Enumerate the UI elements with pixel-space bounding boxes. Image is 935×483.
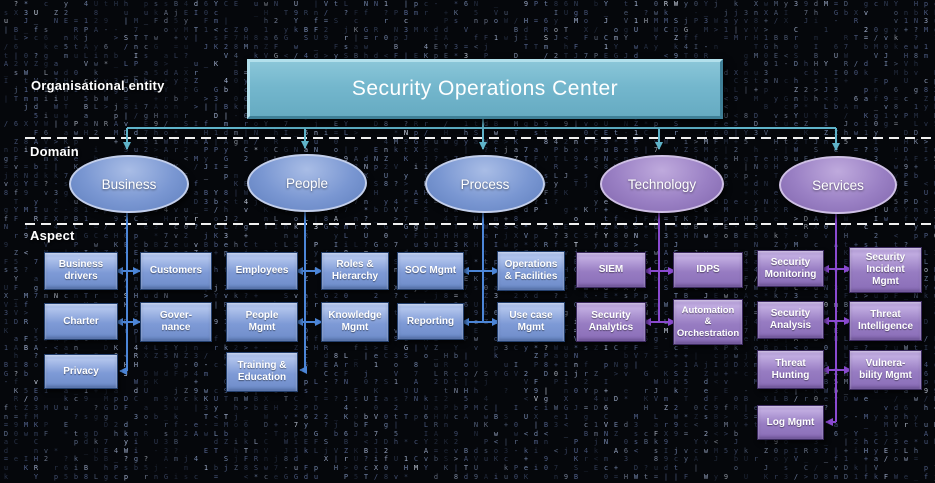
aspect-box-customers: Customers xyxy=(140,252,212,290)
aspect-box-knowledge-mgmt: Knowledge Mgmt xyxy=(321,302,389,342)
section-label-domain: Domain xyxy=(30,144,79,159)
domain-ellipse-technology: Technology xyxy=(600,155,724,213)
aspect-box-threat-hunting: Threat Hunting xyxy=(757,350,824,389)
aspect-box-siem: SIEM xyxy=(576,252,646,288)
domain-ellipse-people: People xyxy=(247,154,367,212)
aspect-box-idps: IDPS xyxy=(673,252,743,288)
aspect-box-roles-hierarchy: Roles & Hierarchy xyxy=(321,252,389,290)
purple-domain-aspect-connectors xyxy=(643,209,852,426)
domain-ellipse-business: Business xyxy=(69,155,189,213)
section-label-aspect: Aspect xyxy=(30,228,75,243)
aspect-box-privacy: Privacy xyxy=(44,354,118,389)
aspect-box-threat-intelligence: Threat Intelligence xyxy=(849,301,922,341)
aspect-box-governance: Gover- nance xyxy=(140,302,212,342)
aspect-box-vulnerability-mgmt: Vulnera- bility Mgmt xyxy=(849,350,922,390)
aspect-box-security-analysis: Security Analysis xyxy=(757,301,824,339)
aspect-box-people-mgmt: People Mgmt xyxy=(226,302,298,342)
aspect-box-use-case-mgmt: Use case Mgmt xyxy=(497,302,565,342)
aspect-box-security-monitoring: Security Monitoring xyxy=(757,250,824,287)
aspect-box-security-analytics: Security Analytics xyxy=(576,302,646,342)
aspect-box-employees: Employees xyxy=(226,252,298,290)
aspect-box-automation-orchestration: Automation & Orchestration xyxy=(673,299,743,345)
aspect-box-charter: Charter xyxy=(44,303,118,340)
section-divider-dashed-lines xyxy=(25,137,931,225)
blue-domain-aspect-connectors xyxy=(115,208,500,375)
domain-ellipse-services: Services xyxy=(779,156,897,214)
aspect-box-business-drivers: Business drivers xyxy=(44,252,118,290)
aspect-box-log-mgmt: Log Mgmt xyxy=(757,405,824,440)
aspect-box-security-incident-mgmt: Security Incident Mgmt xyxy=(849,247,922,293)
soc-title-box: Security Operations Center xyxy=(247,59,723,119)
domain-ellipse-process: Process xyxy=(425,155,545,213)
aspect-box-training-education: Training & Education xyxy=(226,352,298,392)
aspect-box-reporting: Reporting xyxy=(397,303,464,340)
section-label-organisational-entity: Organisational entity xyxy=(31,78,165,93)
aspect-box-soc-mgmt: SOC Mgmt xyxy=(397,252,464,290)
aspect-box-operations-facilities: Operations & Facilities xyxy=(497,251,565,291)
